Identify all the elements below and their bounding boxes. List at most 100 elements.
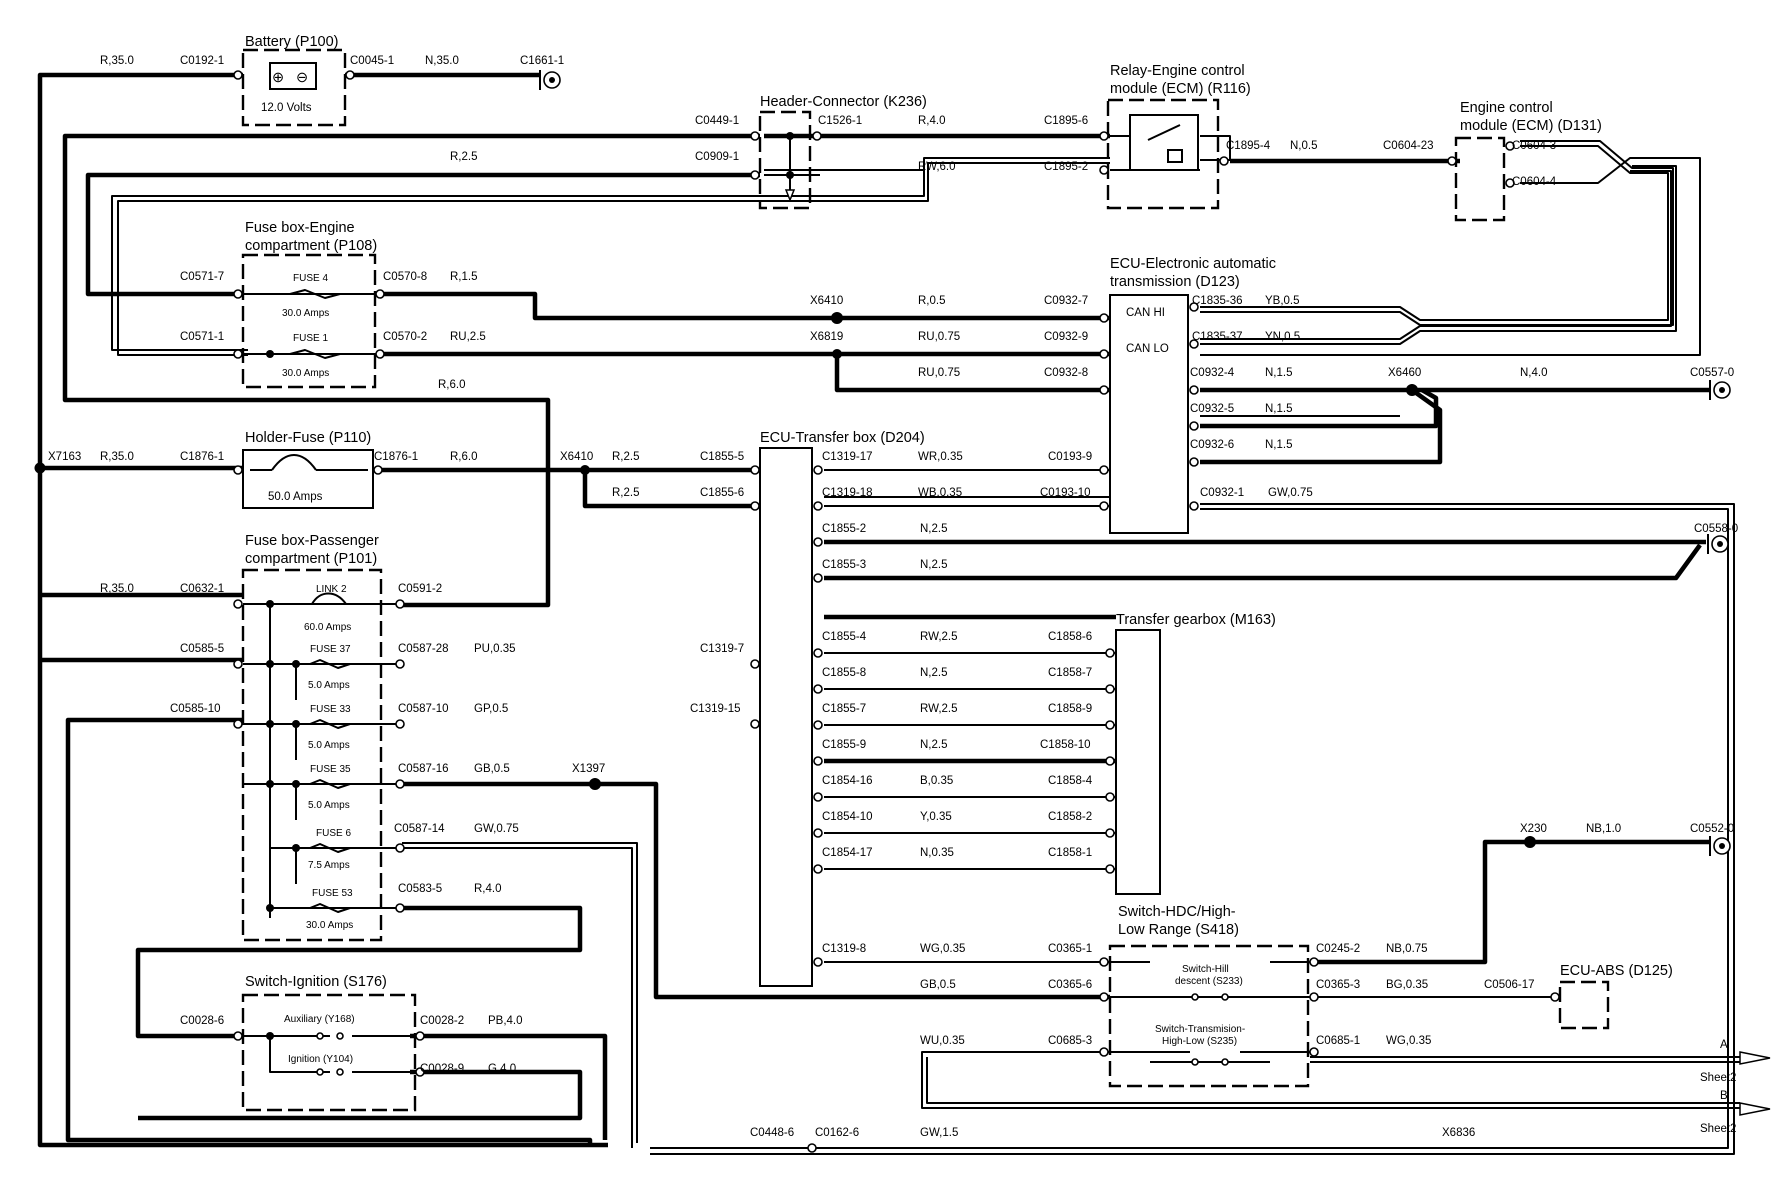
lbl-n05: N,0.5 [1290,140,1318,152]
lbl-r35-b: R,35.0 [100,451,134,463]
lbl-c0587-10: C0587-10 [398,703,449,715]
lbl-c0449-1: C0449-1 [695,115,739,127]
lbl-r15: R,1.5 [450,271,478,283]
link-2-rating: 60.0 Amps [304,622,351,633]
lbl-n15-a: N,1.5 [1265,367,1293,379]
ground-c0557 [1709,380,1731,400]
lbl-c0045-1: C0045-1 [350,55,394,67]
ground-c1661 [539,70,561,90]
fuse-box-passenger: Fuse box-Passenger compartment (P101) LI… [241,533,383,942]
lbl-c0604-3: C0604-3 [1512,140,1556,152]
lbl-c0685-3: C0685-3 [1048,1035,1092,1047]
link-2-name: LINK 2 [316,584,347,595]
lbl-bg035: BG,0.35 [1386,979,1428,991]
lbl-gw075-b: GW,0.75 [474,823,519,835]
fuse-box-passenger-title-2: compartment (P101) [245,551,377,567]
lbl-c0585-5: C0585-5 [180,643,224,655]
lbl-yb05: YB,0.5 [1265,295,1300,307]
lbl-c0245-2: C0245-2 [1316,943,1360,955]
lbl-nb1: NB,1.0 [1586,823,1621,835]
fuse-box-engine-title-2: compartment (P108) [245,238,377,254]
lbl-rw25-b: RW,2.5 [920,703,958,715]
lbl-ru075-a: RU,0.75 [918,331,960,343]
lbl-c0448-6: C0448-6 [750,1127,794,1139]
lbl-n25-b: N,2.5 [920,559,948,571]
lbl-wg035: WG,0.35 [920,943,965,955]
lbl-c0365-1: C0365-1 [1048,943,1092,955]
lbl-n35: N,35.0 [425,55,459,67]
lbl-c0193-9: C0193-9 [1048,451,1092,463]
lbl-c1661-1: C1661-1 [520,55,564,67]
lbl-wu035: WU,0.35 [920,1035,965,1047]
lbl-c1854-17: C1854-17 [822,847,873,859]
lbl-c1855-3: C1855-3 [822,559,866,571]
lbl-c1858-10: C1858-10 [1040,739,1091,751]
lbl-r35-c: R,35.0 [100,583,134,595]
fuse-37-name: FUSE 37 [310,644,351,655]
ecu-trans-title-2: transmission (D123) [1110,274,1240,290]
fuse-4-rating: 30.0 Amps [282,308,329,319]
lbl-c1855-8: C1855-8 [822,667,866,679]
lbl-r4: R,4.0 [918,115,946,127]
sheet-arrow-a: A Sheet2 [1700,1039,1771,1084]
lbl-c1854-16: C1854-16 [822,775,873,787]
lbl-n25-a: N,2.5 [920,523,948,535]
sheet-arrow-b: B Sheet2 [1700,1090,1771,1135]
lbl-c1319-17: C1319-17 [822,451,873,463]
lbl-r25-c: R,2.5 [612,487,640,499]
lbl-c1855-4: C1855-4 [822,631,867,643]
lbl-c0028-9: C0028-9 [420,1063,464,1075]
lbl-c1854-10: C1854-10 [822,811,873,823]
lbl-c1858-7: C1858-7 [1048,667,1092,679]
lbl-c0583-5: C0583-5 [398,883,442,895]
ignition-label: Ignition (Y104) [288,1054,353,1065]
lbl-c1895-4: C1895-4 [1226,140,1271,152]
lbl-x6460: X6460 [1388,367,1421,379]
can-lo-label: CAN LO [1126,343,1169,355]
lbl-c1855-5: C1855-5 [700,451,744,463]
lbl-gp05: GP,0.5 [474,703,508,715]
lbl-yn05: YN,0.5 [1265,331,1300,343]
fuse-1-rating: 30.0 Amps [282,368,329,379]
lbl-c1858-4: C1858-4 [1048,775,1093,787]
terminals [233,70,1560,1153]
lbl-c0585-10: C0585-10 [170,703,221,715]
lbl-c1876-1b: C1876-1 [374,451,418,463]
transfer-gearbox-title: Transfer gearbox (M163) [1116,612,1276,628]
lbl-c0587-28: C0587-28 [398,643,449,655]
lbl-x6410-a: X6410 [810,295,843,307]
lbl-c1895-6: C1895-6 [1044,115,1088,127]
lbl-c0571-7: C0571-7 [180,271,224,283]
switch-hill-descent-2: descent (S233) [1175,976,1243,987]
battery-voltage: 12.0 Volts [261,102,312,114]
switch-high-low-1: Switch-Transmision- [1155,1024,1245,1035]
battery-minus-symbol: ⊖ [296,70,308,86]
lbl-r25-b: R,2.5 [612,451,640,463]
ecm-title-1: Engine control [1460,100,1553,116]
lbl-n25-d: N,2.5 [920,739,948,751]
switch-hdc-high-low: Switch-HDC/High- Low Range (S418) Switch… [1108,904,1310,1088]
lbl-x6819: X6819 [810,331,843,343]
lbl-nb075: NB,0.75 [1386,943,1428,955]
lbl-x230: X230 [1520,823,1547,835]
lbl-gb05-a: GB,0.5 [474,763,510,775]
lbl-c0571-1: C0571-1 [180,331,224,343]
switch-hdc-title-2: Low Range (S418) [1118,922,1239,938]
ecm-title-2: module (ECM) (D131) [1460,118,1602,134]
lbl-c0570-8: C0570-8 [383,271,427,283]
lbl-c0932-7: C0932-7 [1044,295,1088,307]
lbl-x1397: X1397 [572,763,605,775]
lbl-c0028-6: C0028-6 [180,1015,224,1027]
lbl-y035: Y,0.35 [920,811,952,823]
lbl-c1858-1: C1858-1 [1048,847,1092,859]
arrow-b-letter: B [1720,1090,1728,1102]
lbl-gw15: GW,1.5 [920,1127,958,1139]
holder-fuse-title: Holder-Fuse (P110) [245,430,371,446]
lbl-n035: N,0.35 [920,847,954,859]
lbl-b035: B,0.35 [920,775,953,787]
ecu-transfer-box: ECU-Transfer box (D204) [759,430,925,987]
header-connector: Header-Connector (K236) [758,94,927,210]
lbl-wr035: WR,0.35 [918,451,963,463]
lbl-c0506-17: C0506-17 [1484,979,1535,991]
splice-dots [34,132,1536,1040]
